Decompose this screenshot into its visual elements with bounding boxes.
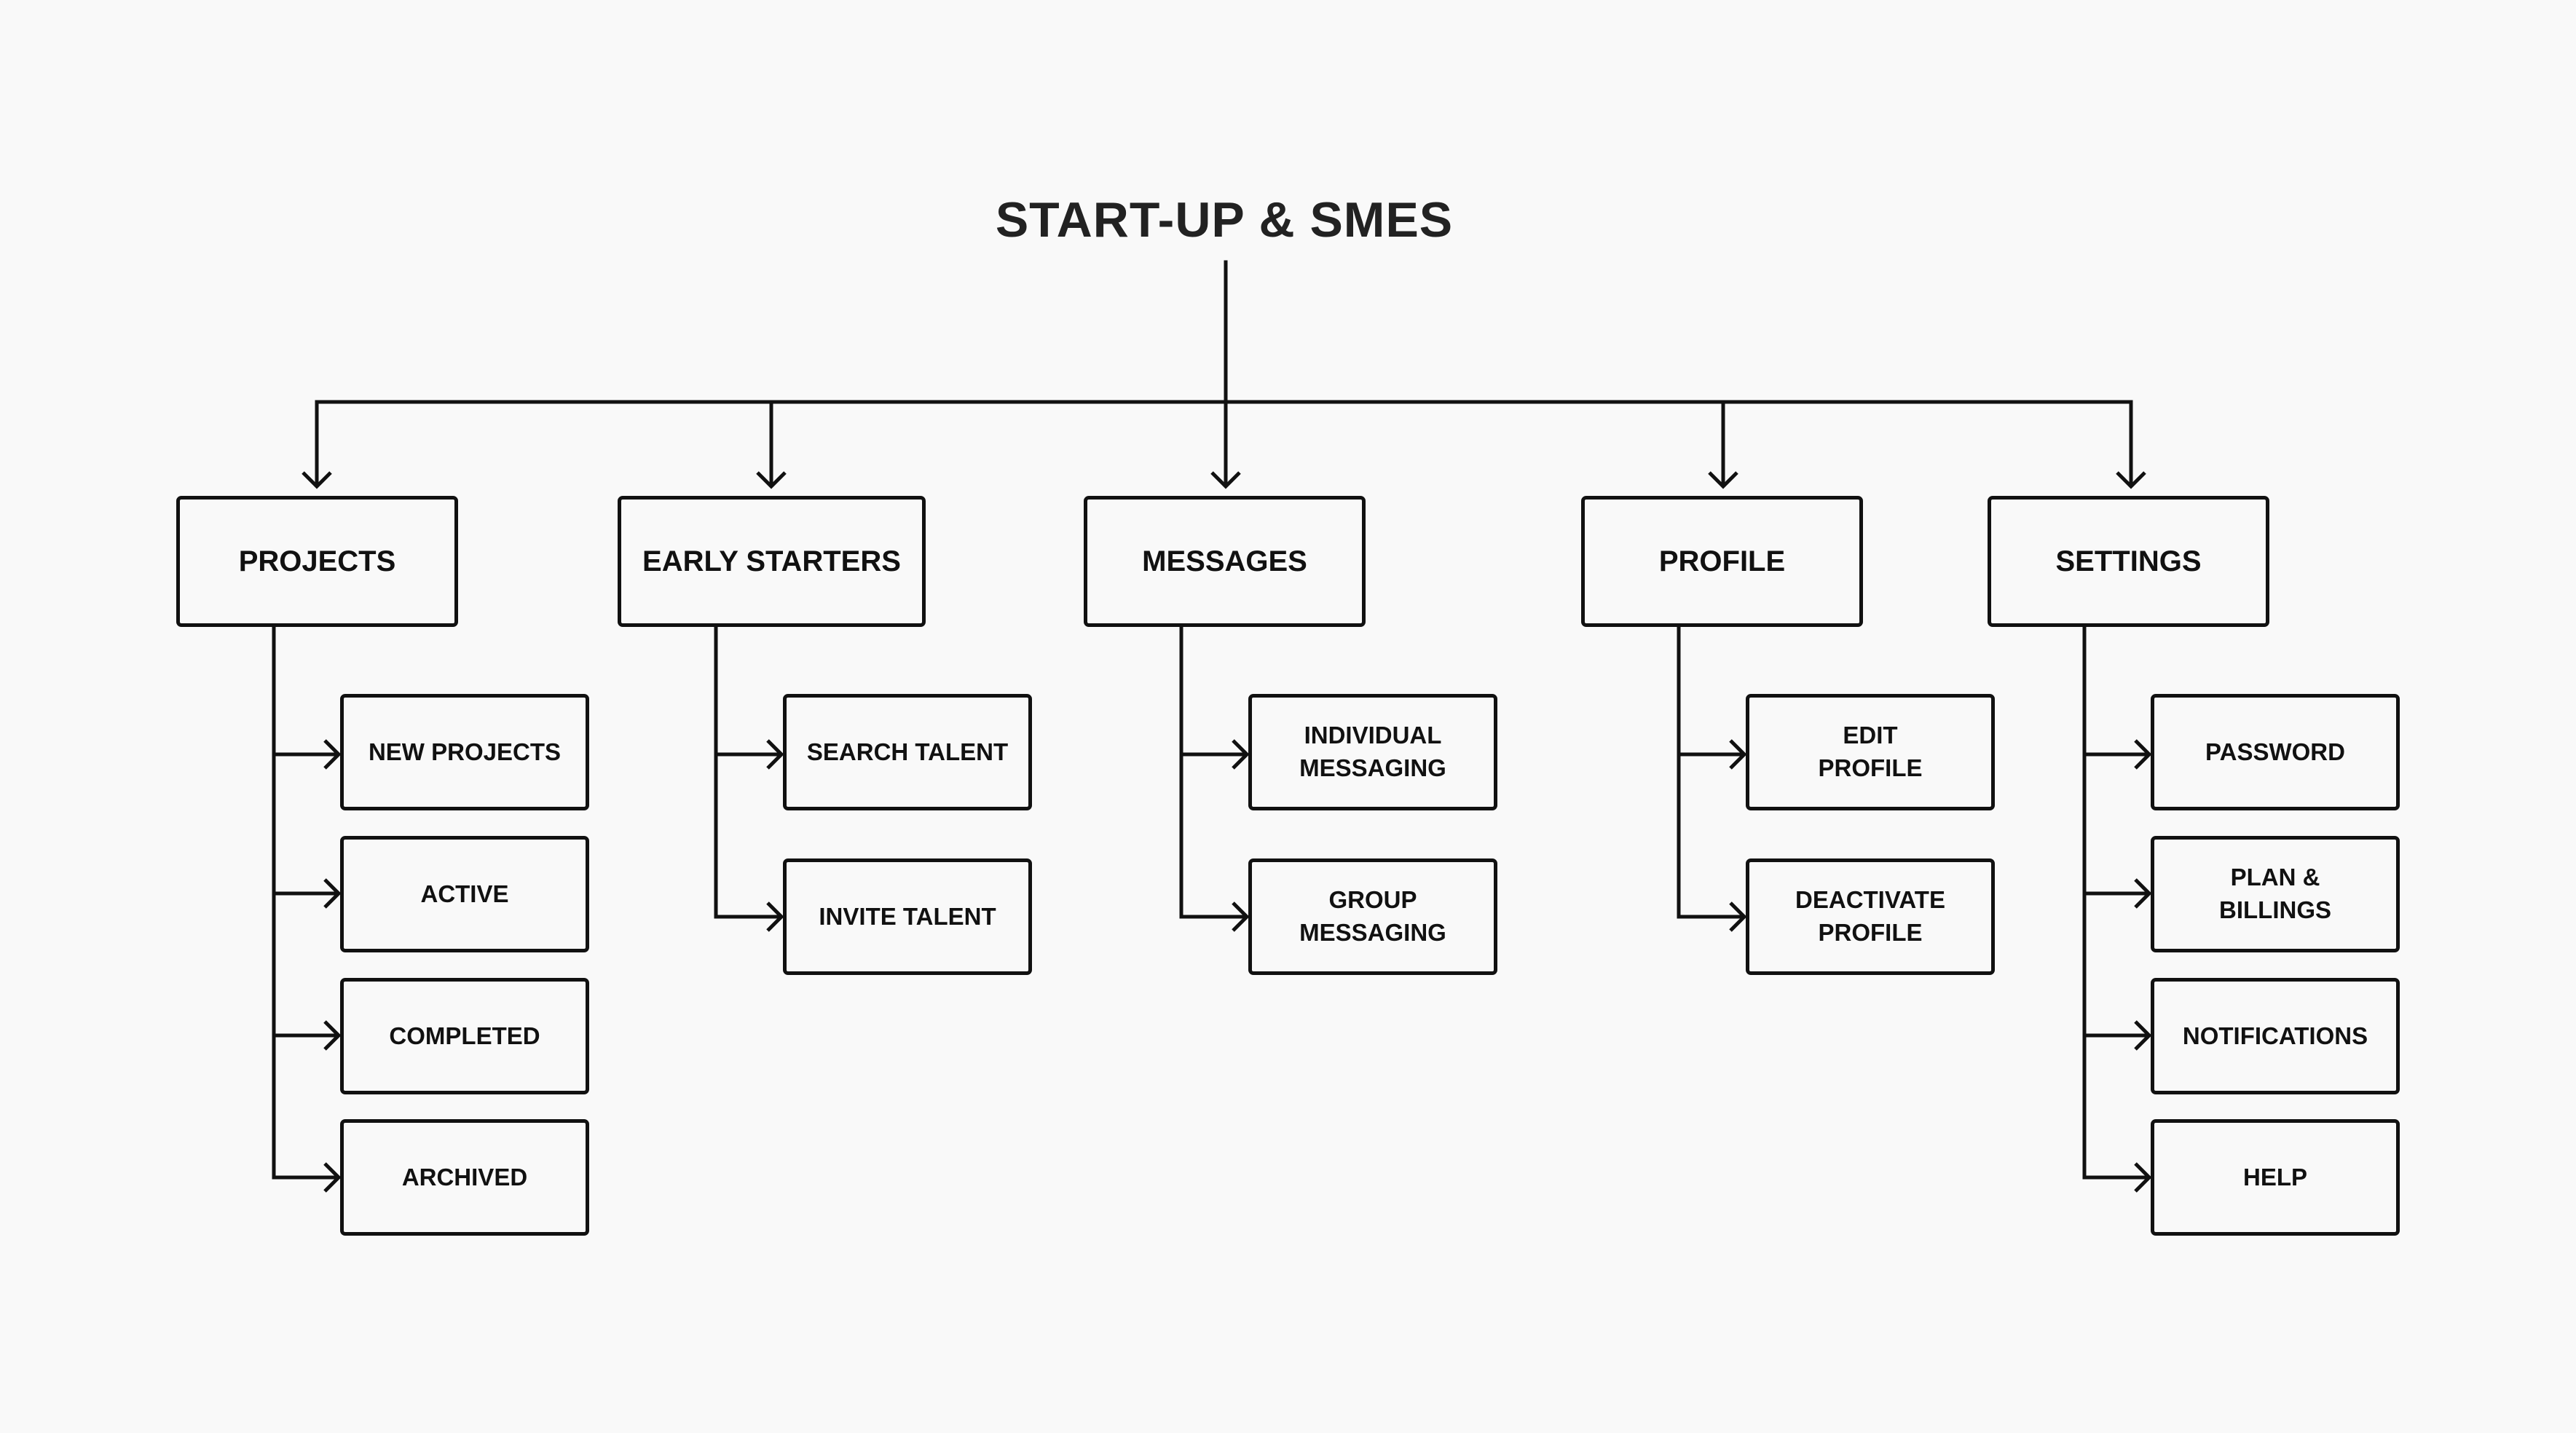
leaf-invite-talent: INVITE TALENT: [783, 858, 1032, 975]
drop-arrow-settings: [2116, 471, 2146, 489]
drop-arrow-profile: [1708, 471, 1738, 489]
branch-arrow-projects-0: [323, 739, 342, 770]
leaf-help: HELP: [2151, 1119, 2400, 1236]
drop-arrow-messages: [1210, 471, 1241, 489]
branch-arrow-early-starters-1: [766, 901, 784, 932]
leaf-completed: COMPLETED: [340, 978, 589, 1094]
leaf-password: PASSWORD: [2151, 694, 2400, 810]
branch-arrow-messages-0: [1232, 739, 1250, 770]
drop-arrow-early-starters: [756, 471, 787, 489]
category-early-starters: EARLY STARTERS: [618, 496, 926, 627]
branch-arrow-settings-0: [2134, 739, 2152, 770]
category-messages: MESSAGES: [1084, 496, 1366, 627]
leaf-active: ACTIVE: [340, 836, 589, 952]
branch-arrow-settings-2: [2134, 1020, 2152, 1051]
drop-arrow-projects: [302, 471, 332, 489]
leaf-search-talent: SEARCH TALENT: [783, 694, 1032, 810]
category-settings: SETTINGS: [1988, 496, 2269, 627]
leaf-plan-billings: PLAN & BILLINGS: [2151, 836, 2400, 952]
branch-arrow-profile-1: [1729, 901, 1747, 932]
branch-arrow-projects-3: [323, 1162, 342, 1193]
branch-arrow-early-starters-0: [766, 739, 784, 770]
branch-arrow-profile-0: [1729, 739, 1747, 770]
leaf-archived: ARCHIVED: [340, 1119, 589, 1236]
leaf-notifications: NOTIFICATIONS: [2151, 978, 2400, 1094]
leaf-edit-profile: EDIT PROFILE: [1746, 694, 1995, 810]
leaf-new-projects: NEW PROJECTS: [340, 694, 589, 810]
diagram-title: START-UP & SMES: [995, 192, 1454, 248]
branch-arrow-messages-1: [1232, 901, 1250, 932]
branch-arrow-settings-1: [2134, 878, 2152, 909]
branch-arrow-projects-2: [323, 1020, 342, 1051]
category-profile: PROFILE: [1581, 496, 1863, 627]
branch-arrow-projects-1: [323, 878, 342, 909]
branch-arrow-settings-3: [2134, 1162, 2152, 1193]
leaf-deactivate-profile: DEACTIVATE PROFILE: [1746, 858, 1995, 975]
category-projects: PROJECTS: [176, 496, 458, 627]
leaf-individual-messaging: INDIVIDUAL MESSAGING: [1248, 694, 1497, 810]
leaf-group-messaging: GROUP MESSAGING: [1248, 858, 1497, 975]
